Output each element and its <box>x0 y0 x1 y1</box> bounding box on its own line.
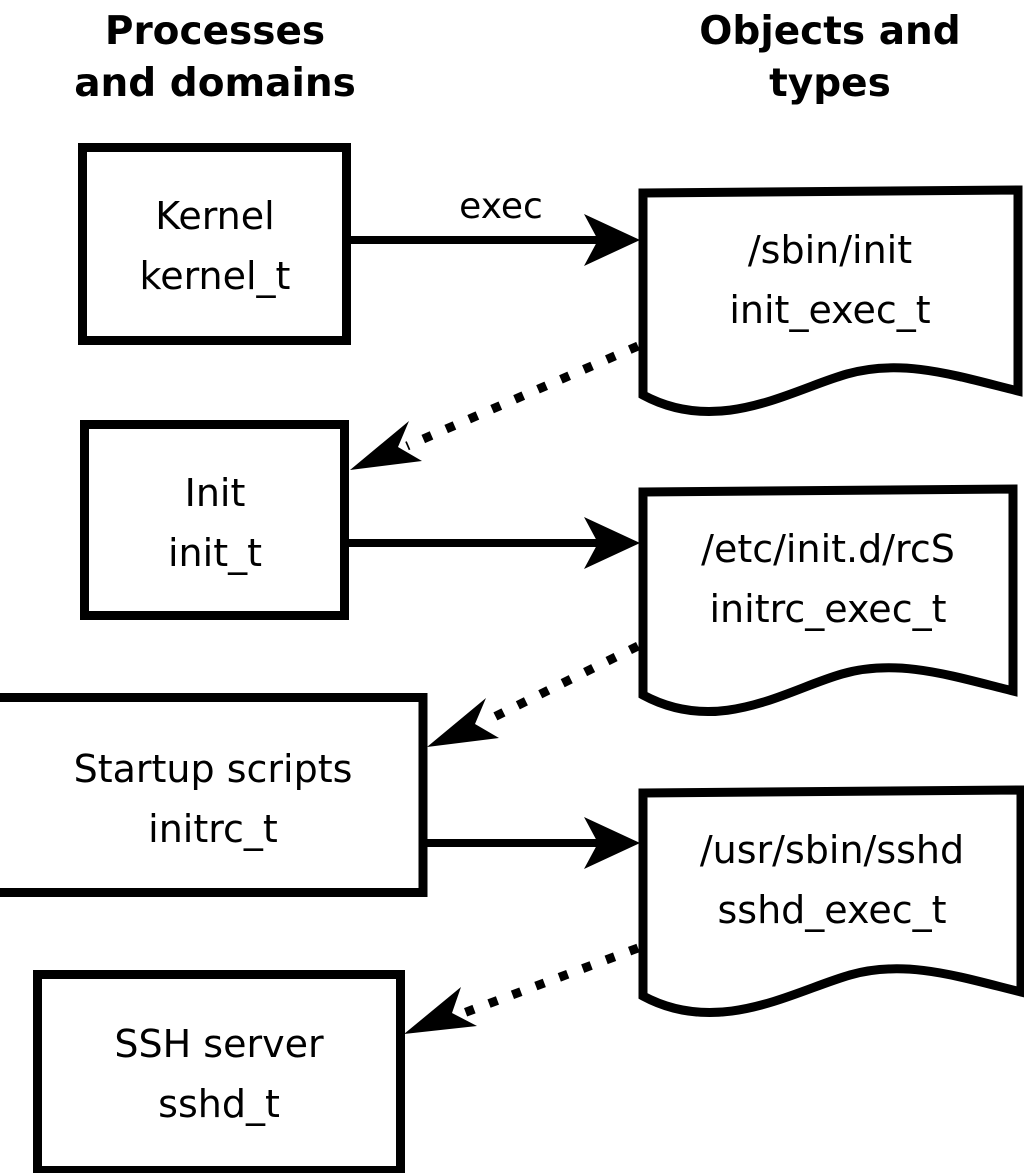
node-initrc[interactable]: Startup scripts initrc_t <box>0 693 428 897</box>
node-init[interactable]: Init init_t <box>80 420 349 620</box>
node-initrc-exec[interactable]: /etc/init.d/rcS initrc_exec_t <box>638 484 1018 717</box>
node-sshd[interactable]: SSH server sshd_t <box>33 970 405 1173</box>
edge-init-exec-initrc-exec <box>348 517 640 569</box>
edge-init-exec-transition-init <box>350 341 640 470</box>
node-initrc-exec-document[interactable] <box>638 484 1018 717</box>
node-kernel-box[interactable] <box>78 143 351 345</box>
node-sshd-line1: SSH server <box>114 1022 324 1066</box>
node-init-exec-line2: init_exec_t <box>729 288 930 332</box>
edge-init-transition-arrowhead <box>350 421 422 470</box>
node-init-line2: init_t <box>168 531 262 575</box>
edge-initrc-exec-sshd-exec <box>427 817 640 869</box>
node-initrc-exec-line1: /etc/init.d/rcS <box>701 527 955 571</box>
node-sshd-box[interactable] <box>33 970 405 1173</box>
node-initrc-exec-line2: initrc_exec_t <box>710 587 947 631</box>
node-sshd-line2: sshd_t <box>158 1082 280 1126</box>
node-sshd-exec-document[interactable] <box>638 785 1024 1018</box>
edge-init-transition-line <box>405 341 640 451</box>
node-kernel[interactable]: Kernel kernel_t <box>78 143 351 345</box>
column-header-objects: Objects and types <box>699 9 960 106</box>
node-init-exec-document[interactable] <box>638 185 1023 417</box>
node-init-line1: Init <box>185 471 246 515</box>
edge-initrc-exec-transition-initrc <box>427 641 640 747</box>
edge-sshd-transition-arrowhead <box>404 987 477 1034</box>
node-initrc-box[interactable] <box>0 693 428 897</box>
edge-sshd-transition-line <box>459 943 640 1019</box>
node-sshd-exec-line1: /usr/sbin/sshd <box>700 828 964 872</box>
edge-initrc-exec-arrowhead <box>584 817 640 869</box>
node-initrc-line1: Startup scripts <box>74 747 353 791</box>
node-init-box[interactable] <box>80 420 349 620</box>
node-sshd-exec-line2: sshd_exec_t <box>717 888 946 932</box>
edge-kernel-exec-arrowhead <box>584 214 640 266</box>
edge-initrc-transition-arrowhead <box>427 698 499 747</box>
edge-label-exec: exec <box>459 186 543 227</box>
column-header-processes-line1: Processes <box>105 9 325 54</box>
node-init-exec-line1: /sbin/init <box>748 228 912 272</box>
column-header-processes: Processes and domains <box>74 9 356 106</box>
edge-init-exec-arrowhead <box>584 517 640 569</box>
edge-sshd-exec-transition-sshd <box>404 943 640 1034</box>
column-header-processes-line2: and domains <box>74 61 356 106</box>
node-sshd-exec[interactable]: /usr/sbin/sshd sshd_exec_t <box>638 785 1024 1018</box>
column-header-objects-line1: Objects and <box>699 9 960 54</box>
column-header-objects-line2: types <box>769 61 891 106</box>
edge-kernel-exec-init-exec: exec <box>350 186 640 266</box>
node-kernel-line2: kernel_t <box>140 254 291 298</box>
node-kernel-line1: Kernel <box>155 194 274 238</box>
edge-initrc-transition-line <box>482 641 640 727</box>
node-init-exec[interactable]: /sbin/init init_exec_t <box>638 185 1023 417</box>
node-initrc-line2: initrc_t <box>148 807 278 851</box>
